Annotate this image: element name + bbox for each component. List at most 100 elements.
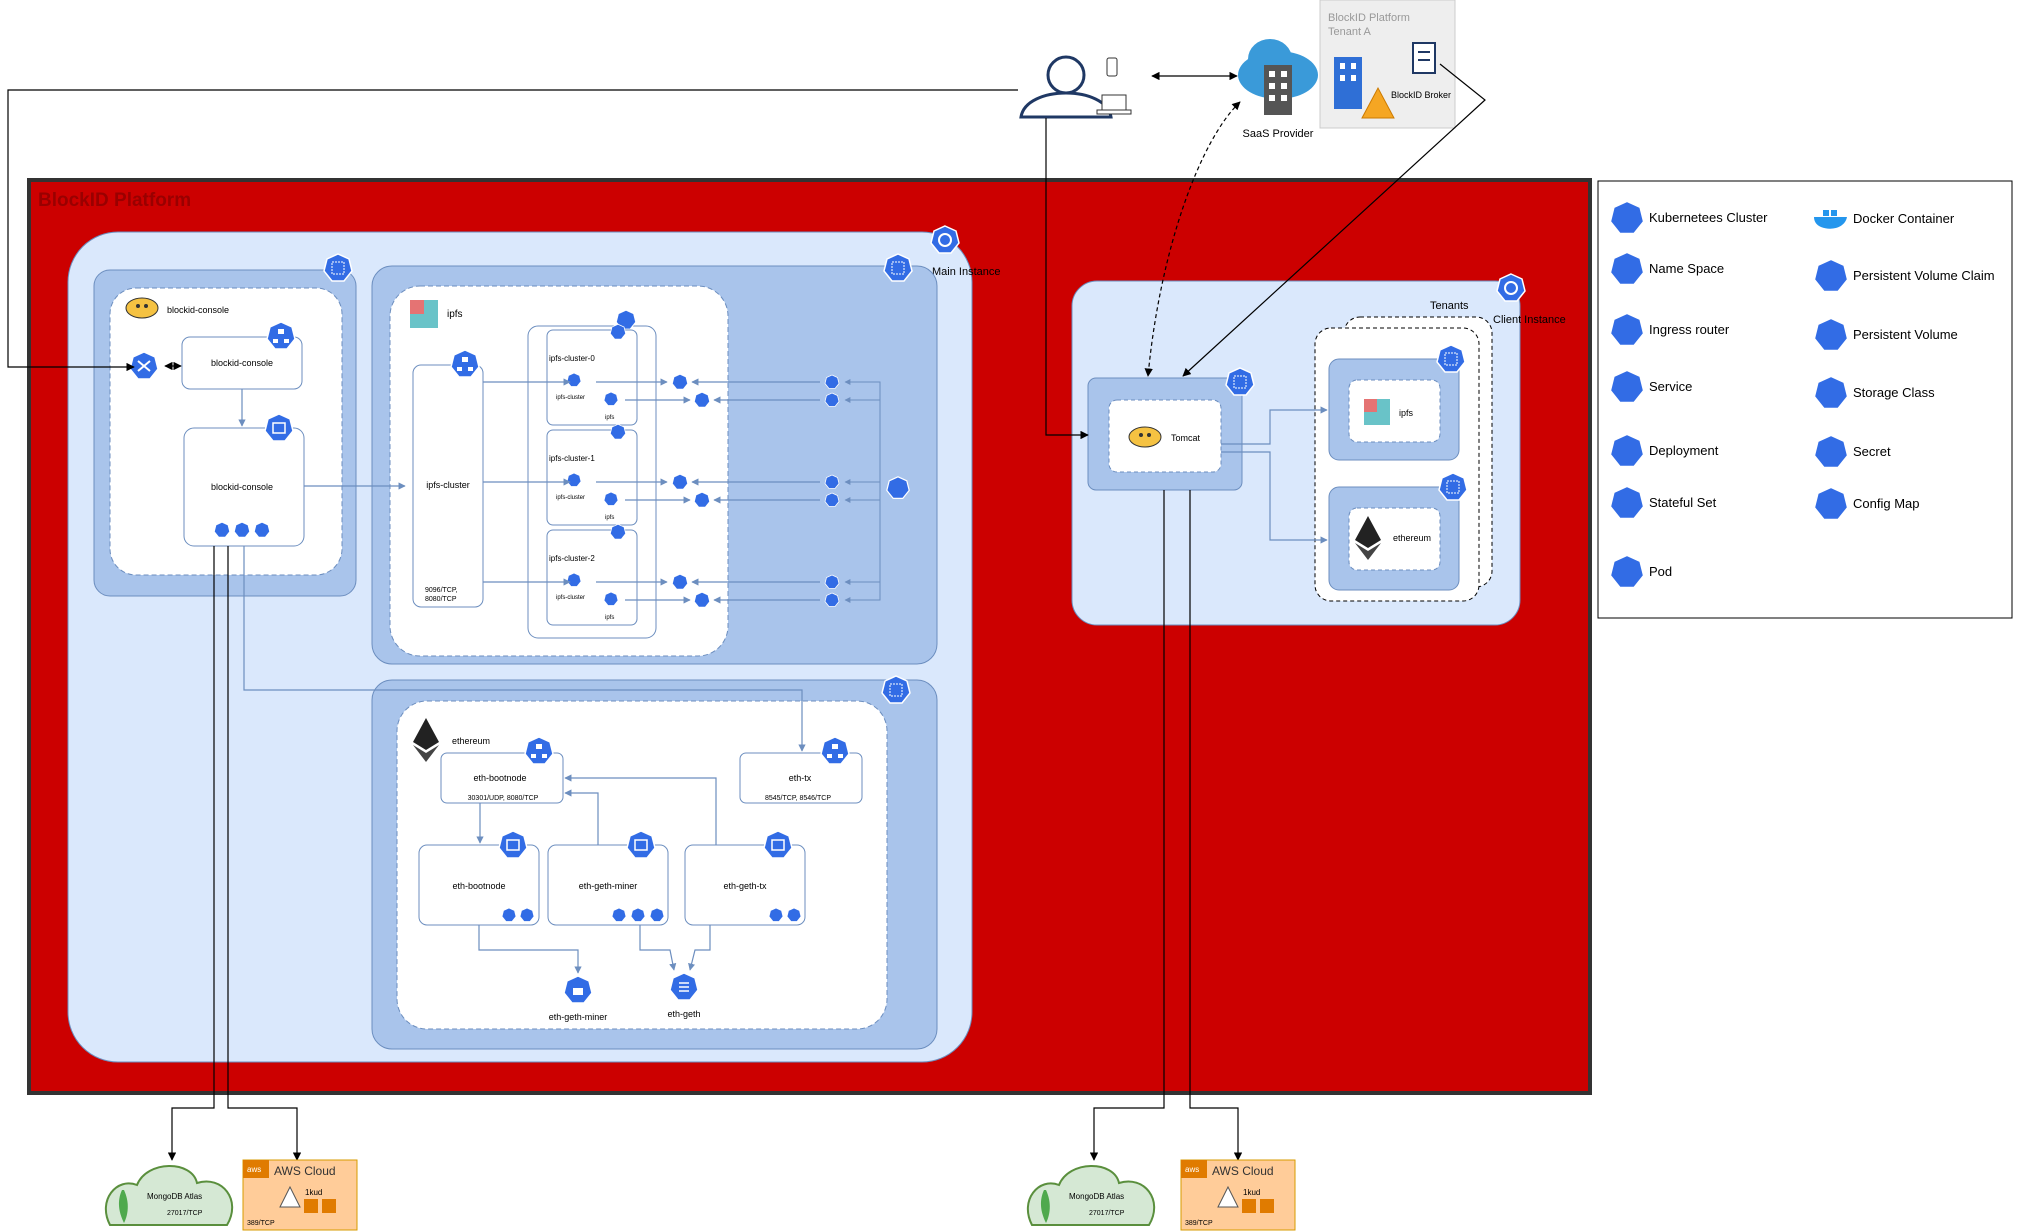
ipfs-container-label: ipfs-cluster bbox=[556, 495, 585, 501]
mongodb-atlas-cloud: MongoDB Atlas 27017/TCP bbox=[104, 1165, 234, 1226]
pvc-icon bbox=[693, 491, 711, 508]
eth-tx-ports: 8545/TCP, 8546/TCP bbox=[765, 795, 831, 802]
legend-label: Secret bbox=[1853, 444, 1891, 459]
tenant-a-line2: Tenant A bbox=[1328, 26, 1371, 38]
ipfs-pod-label: ipfs-cluster-0 bbox=[549, 354, 595, 363]
mongodb-atlas-cloud: MongoDB Atlas 27017/TCP bbox=[1026, 1165, 1156, 1226]
ipfs-service-label: ipfs-cluster bbox=[426, 480, 470, 490]
client-connectors bbox=[1221, 406, 1328, 544]
tenant-ethereum-label: ethereum bbox=[1393, 533, 1431, 543]
laptop-icon bbox=[1096, 94, 1132, 115]
pv-icon bbox=[824, 592, 840, 607]
docker-icon bbox=[566, 472, 582, 487]
pod-icon bbox=[1609, 554, 1645, 589]
platform-title: BlockID Platform bbox=[38, 190, 191, 211]
legend-item: Storage Class bbox=[1813, 375, 1935, 410]
mongodb-port: 27017/TCP bbox=[167, 1210, 203, 1217]
broker-label: BlockID Broker bbox=[1391, 90, 1451, 100]
ipfs-pod-label: ipfs-cluster-1 bbox=[549, 454, 595, 463]
ipfs-app-label: ipfs bbox=[447, 309, 463, 320]
storageclass-icon bbox=[886, 476, 910, 499]
console-service-label: blockid-console bbox=[211, 358, 273, 368]
pv-icon bbox=[824, 474, 840, 489]
pvc-icon bbox=[671, 373, 689, 390]
pv-icon bbox=[1813, 317, 1849, 352]
tenant-ipfs-label: ipfs bbox=[1399, 408, 1414, 418]
pv-icon bbox=[824, 374, 840, 389]
aws-port: 389/TCP bbox=[1185, 1220, 1213, 1227]
legend-label: Config Map bbox=[1853, 496, 1919, 511]
ingress-icon[interactable] bbox=[129, 351, 159, 380]
legend-label: Persistent Volume bbox=[1853, 327, 1958, 342]
pvc-icon bbox=[671, 573, 689, 590]
pvc-icon bbox=[693, 391, 711, 408]
tenant-a-line1: BlockID Platform bbox=[1328, 12, 1410, 24]
legend-label: Docker Container bbox=[1853, 211, 1955, 226]
legend-item: Config Map bbox=[1813, 486, 1919, 521]
mongodb-label: MongoDB Atlas bbox=[147, 1192, 202, 1201]
pvc-icon bbox=[671, 473, 689, 490]
pv-icon bbox=[824, 574, 840, 589]
pod-icon bbox=[609, 423, 627, 440]
ethereum-app-label: ethereum bbox=[452, 736, 490, 746]
tenant-ipfs-app[interactable] bbox=[1348, 379, 1441, 443]
aws-badge: aws bbox=[1185, 1165, 1199, 1174]
tomcat-app-box[interactable] bbox=[1108, 399, 1222, 473]
eth-geth-miner-deployment[interactable] bbox=[547, 844, 669, 926]
ethereum-icon bbox=[413, 718, 439, 762]
legend-item: Pod bbox=[1609, 554, 1672, 589]
ipfs-container2-label: ipfs bbox=[605, 615, 614, 621]
pod-icon bbox=[609, 323, 627, 340]
broker-icon bbox=[1412, 42, 1436, 74]
pvc-icon bbox=[693, 591, 711, 608]
deployment-icon bbox=[763, 830, 793, 859]
configmap-icon bbox=[1813, 486, 1849, 521]
configmap-icon bbox=[669, 972, 699, 1001]
deployment-icon bbox=[264, 413, 294, 442]
main-instance-label: Main Instance bbox=[932, 266, 1000, 278]
namespace-icon bbox=[1438, 472, 1468, 501]
legend-item: Docker Container bbox=[1814, 210, 1955, 229]
docker-icon bbox=[1814, 210, 1847, 229]
pod-icon bbox=[611, 907, 665, 922]
eth-tx-service[interactable] bbox=[739, 752, 863, 804]
docker-icon bbox=[603, 391, 619, 406]
saas-provider-label: SaaS Provider bbox=[1243, 128, 1314, 140]
secret-icon bbox=[1813, 434, 1849, 469]
eth-bootnode-ports: 30301/UDP, 8080/TCP bbox=[468, 795, 539, 802]
namespace-icon bbox=[1225, 367, 1255, 396]
ipfs-pod[interactable]: ipfs-cluster-1 ipfs-cluster bbox=[546, 423, 638, 526]
eth-geth-tx-deployment[interactable] bbox=[684, 844, 806, 926]
legend-label: Deployment bbox=[1649, 443, 1719, 458]
service-icon bbox=[1609, 369, 1645, 404]
statefulset-icon bbox=[1609, 485, 1645, 520]
legend-label: Name Space bbox=[1649, 261, 1724, 276]
ethereum-connectors bbox=[238, 389, 806, 974]
pv-icon bbox=[824, 392, 840, 407]
legend-label: Stateful Set bbox=[1649, 495, 1717, 510]
mongodb-port: 27017/TCP bbox=[1089, 1210, 1125, 1217]
service-icon bbox=[450, 349, 480, 378]
deployment-icon bbox=[626, 830, 656, 859]
eth-bootnode-service[interactable] bbox=[440, 752, 564, 804]
aws-node-label: 1kud bbox=[1243, 1188, 1260, 1197]
ethereum-icon bbox=[1355, 516, 1381, 560]
legend-label: Ingress router bbox=[1649, 322, 1730, 337]
namespace-icon bbox=[883, 253, 913, 282]
legend-item: Name Space bbox=[1609, 251, 1724, 286]
tenants-label: Tenants bbox=[1430, 300, 1469, 312]
legend-item: Persistent Volume bbox=[1813, 317, 1958, 352]
ipfs-port-1: 9096/TCP, bbox=[425, 587, 458, 594]
secret-icon bbox=[563, 975, 593, 1004]
namespace-icon bbox=[1436, 344, 1466, 373]
mongodb-label: MongoDB Atlas bbox=[1069, 1192, 1124, 1201]
ipfs-service-box[interactable] bbox=[412, 364, 484, 608]
console-app-label: blockid-console bbox=[167, 305, 229, 315]
legend-label: Storage Class bbox=[1853, 385, 1935, 400]
legend-label: Service bbox=[1649, 379, 1692, 394]
legend-item: Service bbox=[1609, 369, 1692, 404]
